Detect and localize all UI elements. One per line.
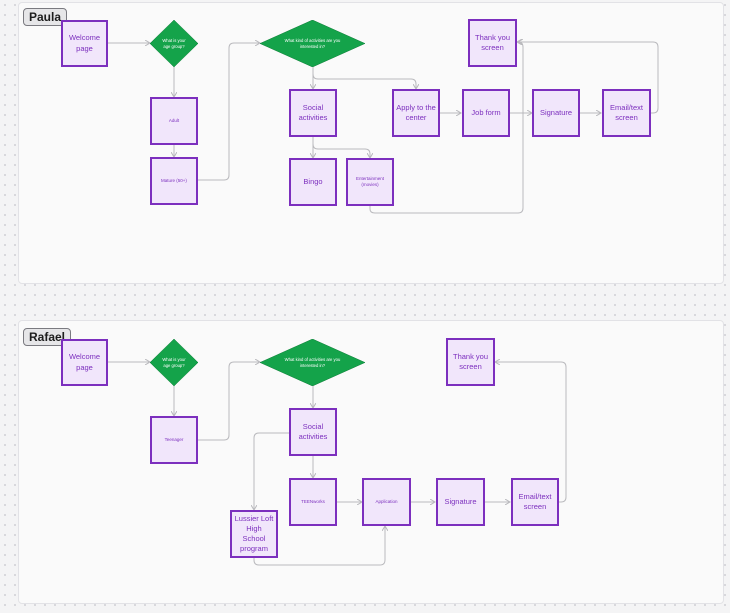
connector — [197, 43, 260, 181]
social-activities-node[interactable]: Social activities — [289, 89, 337, 137]
activities-decision[interactable]: What kind of activities are you interest… — [260, 20, 365, 67]
lussier-loft-node[interactable]: Lussier Loft High School program — [230, 510, 278, 558]
job-form-node[interactable]: Job form — [462, 89, 510, 137]
activities-decision[interactable]: What kind of activities are you interest… — [260, 339, 365, 386]
email-text-screen-node[interactable]: Email/text screen — [511, 478, 559, 526]
mature-node[interactable]: Mature (50+) — [150, 157, 198, 205]
bingo-node[interactable]: Bingo — [289, 158, 337, 206]
connector — [312, 137, 370, 158]
connector — [197, 362, 260, 441]
thank-you-screen-node[interactable]: Thank you screen — [468, 19, 517, 67]
activities-question: What kind of activities are you interest… — [284, 356, 341, 368]
decision-shape — [150, 20, 198, 67]
section-label-paula: Paula — [23, 8, 68, 26]
rafael-section — [18, 320, 724, 604]
age-group-decision[interactable]: What is your age group? — [150, 20, 198, 67]
apply-to-center-node[interactable]: Apply to the center — [392, 89, 440, 137]
connector — [495, 362, 567, 503]
welcome-page-node[interactable]: Welcome page — [61, 20, 108, 67]
connector — [312, 67, 416, 89]
connector — [369, 42, 524, 214]
activities-question: What kind of activities are you interest… — [284, 37, 341, 49]
connector — [517, 42, 659, 114]
connector — [254, 432, 289, 510]
entertainment-node[interactable]: Entertainment (movies) — [346, 158, 394, 206]
email-text-screen-node[interactable]: Email/text screen — [602, 89, 651, 137]
age-group-decision[interactable]: What is your age group? — [150, 339, 198, 386]
welcome-page-node[interactable]: Welcome page — [61, 339, 108, 386]
social-activities-node[interactable]: Social activities — [289, 408, 337, 456]
decision-shape — [260, 339, 365, 386]
age-group-question: What is your age group? — [162, 356, 186, 368]
age-group-question: What is your age group? — [162, 37, 186, 49]
signature-node[interactable]: Signature — [532, 89, 580, 137]
teenworks-node[interactable]: TEENworks — [289, 478, 337, 526]
connector — [253, 526, 385, 566]
decision-shape — [150, 339, 198, 386]
adult-node[interactable]: Adult — [150, 97, 198, 145]
signature-node[interactable]: Signature — [436, 478, 485, 526]
section-label-rafael: Rafael — [23, 328, 72, 346]
decision-shape — [260, 20, 365, 67]
application-node[interactable]: Application — [362, 478, 411, 526]
thank-you-screen-node[interactable]: Thank you screen — [446, 338, 495, 386]
paula-section — [18, 2, 724, 284]
teenager-node[interactable]: Teenager — [150, 416, 198, 464]
